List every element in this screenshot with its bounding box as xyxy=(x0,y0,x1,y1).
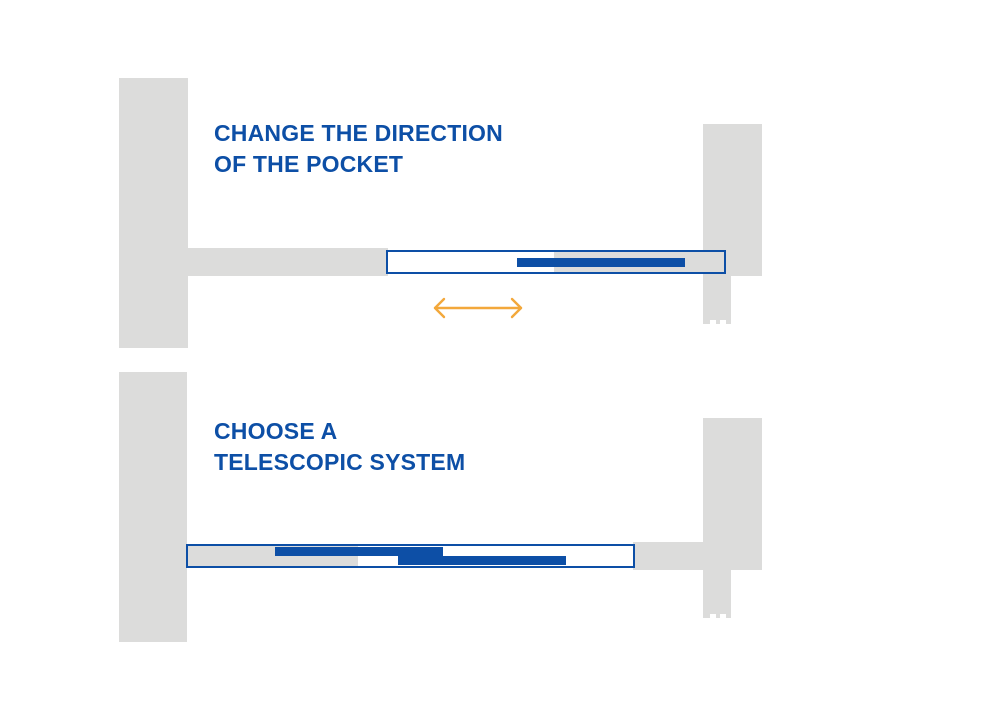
jamb-notch xyxy=(720,320,726,324)
right-jamb xyxy=(703,418,762,570)
heading-line: TELESCOPIC SYSTEM xyxy=(214,449,466,475)
telescopic-door-panel-2 xyxy=(398,556,566,565)
sliding-door-panel xyxy=(517,258,685,267)
wall-arm xyxy=(188,248,388,276)
heading-line: CHOOSE A xyxy=(214,418,338,444)
right-jamb-lower xyxy=(703,276,731,324)
left-wall-pillar xyxy=(119,78,188,348)
jamb-notch xyxy=(710,320,716,324)
telescopic-door-panel-1 xyxy=(275,547,443,556)
wall-arm xyxy=(633,542,703,570)
heading-change-direction: CHANGE THE DIRECTION OF THE POCKET xyxy=(214,118,503,180)
heading-line: OF THE POCKET xyxy=(214,151,404,177)
jamb-notch xyxy=(720,614,726,618)
heading-line: CHANGE THE DIRECTION xyxy=(214,120,503,146)
double-headed-arrow-icon xyxy=(433,297,523,319)
left-wall-pillar xyxy=(119,372,187,642)
heading-telescopic: CHOOSE A TELESCOPIC SYSTEM xyxy=(214,416,465,478)
right-jamb-lower xyxy=(703,570,731,618)
jamb-notch xyxy=(710,614,716,618)
